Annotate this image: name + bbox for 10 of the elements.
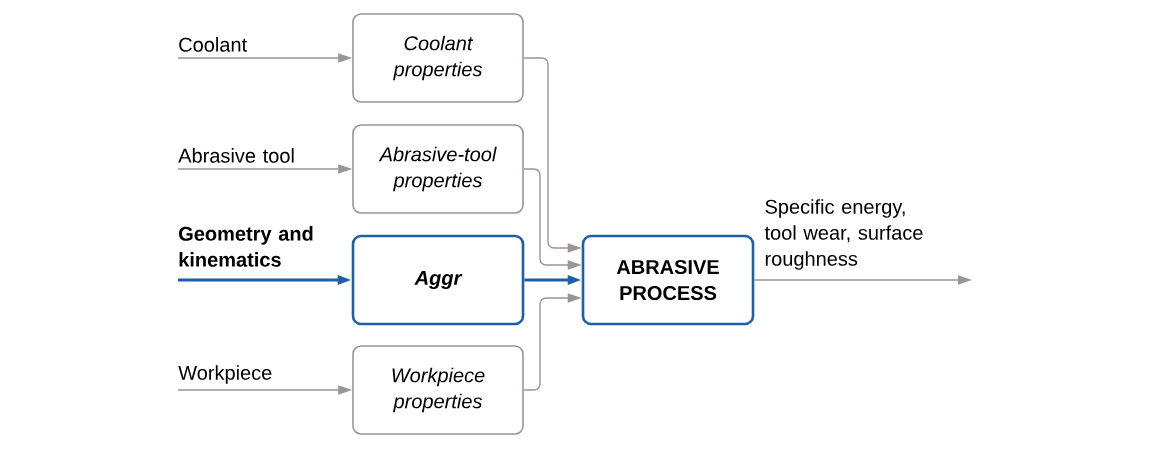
process-box: ABRASIVE PROCESS xyxy=(581,234,755,326)
input-label: Coolant xyxy=(179,37,247,52)
property-box: Workpiece properties xyxy=(352,345,524,435)
property-box: Coolant properties xyxy=(352,13,524,103)
input-label: Geometry and kinematics xyxy=(179,226,313,267)
property-box: Abrasive-tool properties xyxy=(352,124,524,214)
input-label: Workpiece xyxy=(178,365,272,384)
input-label: Abrasive tool xyxy=(178,148,294,163)
edge-label: Specific energy, tool wear, surface roughness xyxy=(764,199,923,270)
model-box: Aggr xyxy=(351,234,525,326)
